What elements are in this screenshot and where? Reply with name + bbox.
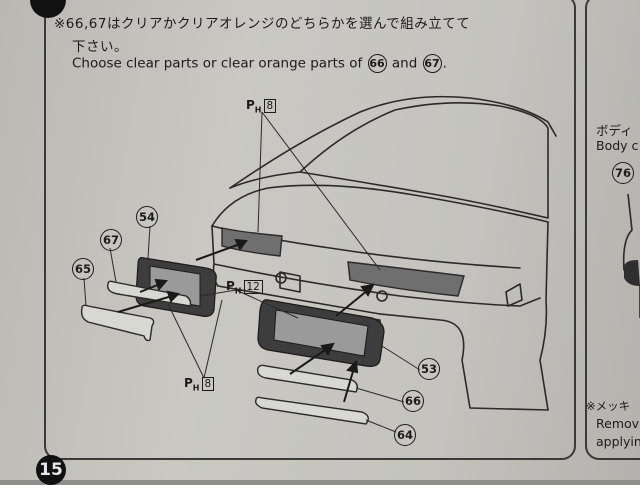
ph-middle-letter: P [226, 279, 235, 293]
callout-part-67: 67 [100, 229, 122, 251]
emblem-left [275, 272, 287, 284]
step-15-marker: 15 [36, 455, 66, 485]
previous-step-marker [30, 0, 66, 18]
main-step-panel [44, 0, 576, 460]
roof-outline [229, 95, 557, 189]
ph-middle-number: 12 [243, 280, 263, 294]
right-panel-note2: Remov [596, 416, 640, 431]
emblem-right [376, 290, 388, 302]
front-fascia [211, 225, 541, 307]
hood-outline [211, 184, 549, 227]
ph-top-sub: H [254, 105, 262, 115]
headlight-recess-left [221, 227, 283, 257]
windshield-outline [299, 102, 549, 219]
instruction-jp-line1: ※66,67はクリアかクリアオレンジのどちらかを選んで組み立てて [54, 16, 471, 32]
ph-bottom-sub: H [192, 383, 200, 393]
ph-middle-sub: H [234, 286, 242, 296]
a-pillar-line [229, 171, 301, 189]
callout-part-54: 54 [136, 206, 158, 228]
part-number-66: 66 [367, 54, 387, 73]
part-64-lens [254, 396, 369, 425]
instruction-period: . [442, 55, 447, 72]
headlight-recess-right [347, 261, 465, 297]
instruction-and: and [391, 55, 418, 72]
instruction-en: Choose clear parts or clear orange parts… [72, 54, 447, 73]
part-66-lens [256, 364, 359, 393]
right-panel-note3: applyin [596, 434, 640, 449]
ph-bottom-letter: P [184, 376, 193, 390]
right-panel-note1: ※メッキ [586, 399, 631, 413]
ph-bottom-number: 8 [201, 377, 215, 391]
right-step-panel [585, 0, 640, 460]
ph-top-number: 8 [263, 99, 277, 113]
callout-part-64: 64 [394, 424, 416, 446]
instruction-en-text: Choose clear parts or clear orange parts… [72, 55, 363, 72]
callout-part-53: 53 [418, 358, 440, 380]
fender-line [539, 221, 549, 411]
lower-body [379, 313, 549, 411]
callout-part-65: 65 [72, 258, 94, 280]
callout-part-76: 76 [612, 162, 634, 184]
right-panel-en: Body c [596, 138, 639, 153]
part-53-window [273, 309, 369, 357]
part-number-67: 67 [422, 54, 442, 73]
ph-top-letter: P [246, 98, 255, 112]
part-65-lens [80, 304, 155, 342]
fender-marker [505, 283, 523, 307]
right-panel-jp: ボディ [596, 123, 633, 138]
callout-part-66: 66 [402, 390, 424, 412]
right-panel-drawing [622, 193, 640, 318]
instruction-jp-line2: 下さい。 [72, 39, 128, 55]
